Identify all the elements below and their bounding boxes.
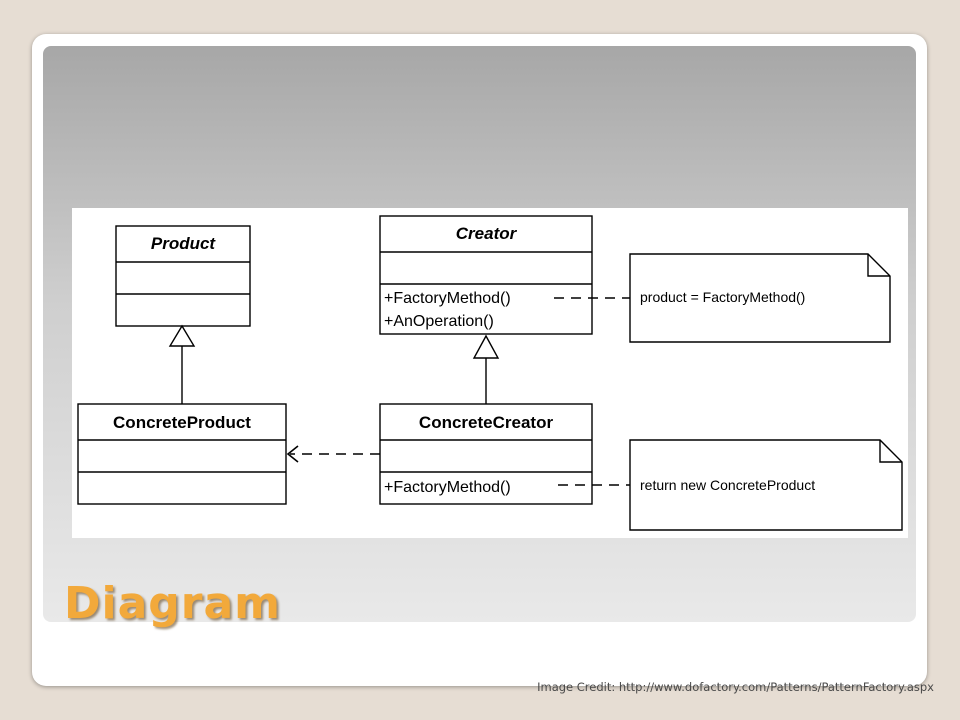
dependency-arrowhead <box>286 445 299 463</box>
concrete-creator-class-name: ConcreteCreator <box>419 413 554 432</box>
creator-note-box <box>629 253 891 343</box>
product-class-box <box>115 225 251 327</box>
product-inheritance-arrowhead <box>168 324 196 347</box>
creator-operation-an-operation: +AnOperation() <box>384 313 494 330</box>
creator-operation-factory-method: +FactoryMethod() <box>384 290 511 307</box>
uml-diagram: Product Creator +FactoryMethod() +AnOper… <box>72 208 908 538</box>
creator-class-box <box>379 215 593 335</box>
concrete-creator-note-fold <box>879 440 902 463</box>
concrete-creator-note-box <box>629 439 903 531</box>
concrete-creator-operation-factory-method: +FactoryMethod() <box>384 479 511 496</box>
creator-inheritance-arrowhead <box>472 334 500 359</box>
creator-note-text: product = FactoryMethod() <box>640 289 805 305</box>
product-class-name: Product <box>151 234 217 253</box>
image-credit: Image Credit: http://www.dofactory.com/P… <box>537 680 934 694</box>
slide-title: Diagram <box>64 578 282 629</box>
creator-class-name: Creator <box>456 224 518 243</box>
uml-diagram-svg: Product Creator +FactoryMethod() +AnOper… <box>77 215 903 531</box>
concrete-creator-note-text: return new ConcreteProduct <box>640 477 815 493</box>
concrete-product-class-box <box>77 403 287 505</box>
concrete-product-class-name: ConcreteProduct <box>113 413 251 432</box>
creator-note-fold <box>867 254 890 277</box>
